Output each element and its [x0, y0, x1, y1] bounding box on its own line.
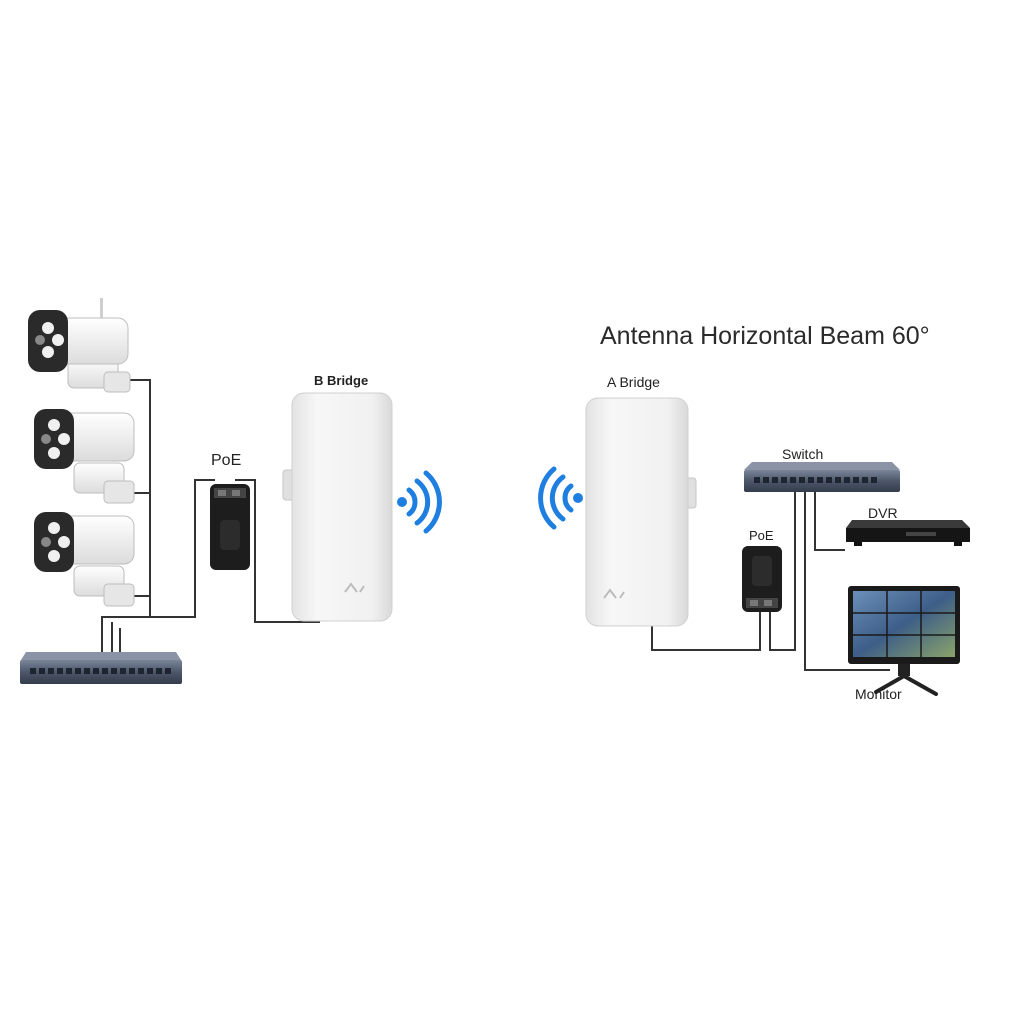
wifi-signal-icon-b	[397, 470, 442, 534]
wifi-signal-icon-a	[538, 466, 583, 530]
a-bridge-label: A Bridge	[607, 374, 660, 390]
cables-left	[101, 379, 320, 652]
camera-3	[34, 512, 135, 607]
poe-injector-icon-right	[742, 546, 782, 612]
wireless-bridge-icon-b	[282, 392, 393, 622]
network-switch-icon-right	[744, 462, 900, 492]
b-bridge-label: B Bridge	[314, 373, 369, 388]
poe-left-label: PoE	[211, 452, 242, 469]
wireless-bridge-icon-a	[585, 397, 697, 627]
monitor-icon	[848, 586, 960, 696]
camera-1	[28, 298, 131, 393]
dvr-label: DVR	[868, 505, 898, 521]
diagram-heading: Antenna Horizontal Beam 60°	[600, 322, 930, 350]
switch-label: Switch	[782, 446, 824, 462]
poe-injector-icon	[210, 484, 250, 570]
cables-right	[651, 482, 890, 671]
camera-2	[34, 409, 135, 504]
network-switch-icon	[20, 652, 182, 684]
monitor-label: Monitor	[855, 686, 902, 702]
poe-right-label: PoE	[749, 528, 774, 543]
dvr-recorder-icon	[846, 520, 970, 546]
